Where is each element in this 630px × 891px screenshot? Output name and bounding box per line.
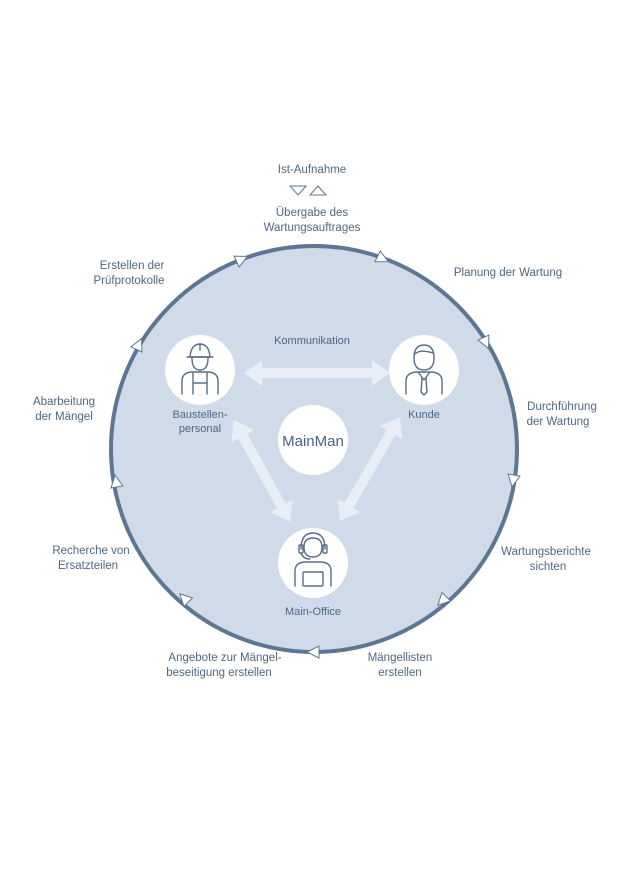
execution-label-line2: der Wartung [527,416,590,428]
mainman-node [278,405,348,475]
cycle-arrow-marker [477,334,490,350]
site-staff-label-line1: Baustellen- [172,409,227,421]
research-label-line1: Recherche von [52,545,129,557]
cycle-arrow-marker [436,591,452,607]
processing-label-line2: der Mängel [35,411,93,423]
offers-label-line1: Angebote zur Mängel- [168,652,281,664]
start-label: Ist-Aufnahme [278,164,346,176]
construction-worker-icon [181,343,219,395]
arrow-worker-office [231,420,293,522]
planning-label: Planung der Wartung [454,267,562,279]
handover-label-line1: Übergabe des [276,207,348,219]
review-label-line2: sichten [530,561,566,573]
handover-label-line2: Wartungsauftrages [264,222,361,234]
cycle-arrow-marker [233,255,249,268]
defect-lists-label-line1: Mängellisten [368,652,433,664]
headset-operator-icon [294,532,332,587]
office-label: Main-Office [285,606,341,618]
arrow-worker-customer [244,360,390,386]
customer-label: Kunde [408,409,440,421]
protocols-label-line1: Erstellen der [100,260,165,272]
communication-label: Kommunikation [274,335,350,347]
protocols-label-line2: Prüfprotokolle [94,275,165,287]
execution-label-line1: Durchführung [527,401,597,413]
arrow-customer-office [337,417,403,521]
cycle-arrow-marker [305,645,320,659]
businessman-icon [405,344,443,396]
mainman-title: MainMan [282,433,344,450]
review-label-line1: Wartungsberichte [501,546,591,558]
up-triangle [308,185,328,196]
cycle-arrow-marker [374,250,390,263]
cycle-arrow-marker [130,337,143,353]
communication-arrows [231,360,403,522]
processing-label-line1: Abarbeitung [33,396,95,408]
cycle-arrow-marker [178,592,194,608]
start-triangles [288,185,328,196]
defect-lists-label-line2: erstellen [378,667,421,679]
down-triangle [288,185,308,196]
cycle-arrow-markers [110,250,521,659]
cycle-arrow-marker [110,473,124,489]
site-staff-label-line2: personal [179,423,221,435]
offers-label-line2: beseitigung erstellen [166,667,272,679]
cycle-arrow-marker [507,473,521,489]
research-label-line2: Ersatzteilen [58,560,118,572]
